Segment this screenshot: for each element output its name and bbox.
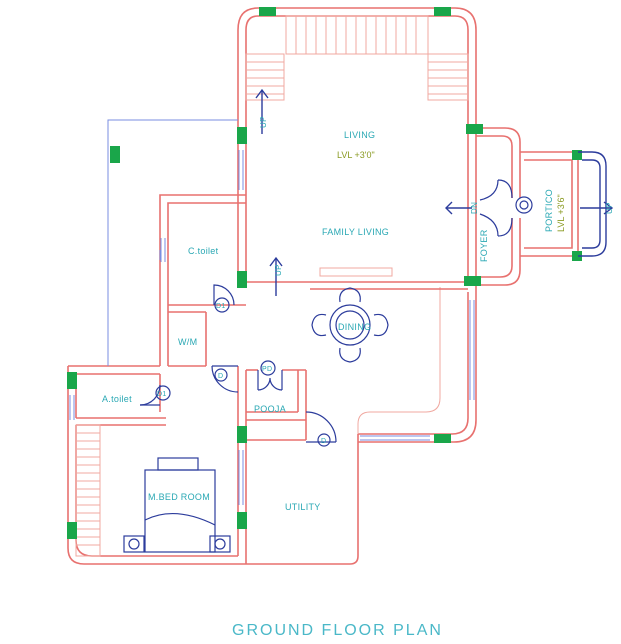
- bed: [123, 457, 231, 553]
- windows: [69, 150, 475, 505]
- label-dining: DINING: [338, 322, 371, 332]
- walls: [67, 7, 579, 565]
- tag-d-utility: D: [321, 438, 326, 445]
- tag-d-bed: D: [218, 373, 223, 380]
- tag-d1-atoilet: D1: [157, 391, 167, 398]
- plan-title: GROUND FLOOR PLAN: [232, 622, 443, 639]
- label-up-portico: UP: [605, 202, 614, 214]
- label-pooja: POOJA: [254, 404, 286, 414]
- label-family-living: FAMILY LIVING: [322, 227, 389, 237]
- door-tags: D1 D1 PD D D: [155, 297, 331, 447]
- staircase-top: [285, 15, 429, 55]
- label-m-bed-room: M.BED ROOM: [148, 492, 210, 502]
- dining-set: [311, 287, 389, 363]
- portico-railing: [578, 151, 607, 257]
- stair-labels: UP UP DN UP: [259, 116, 614, 276]
- label-a-toilet: A.toilet: [102, 394, 132, 404]
- label-portico-level: LVL +3'6": [556, 194, 566, 232]
- tag-pd: PD: [262, 366, 272, 373]
- columns: [67, 7, 582, 539]
- label-foyer: FOYER: [479, 229, 489, 262]
- label-up-living: UP: [259, 116, 268, 128]
- label-utility: UTILITY: [285, 502, 321, 512]
- label-up-family: UP: [274, 264, 283, 276]
- label-portico: PORTICO: [544, 189, 554, 232]
- bed-room-wardrobe: [75, 424, 101, 557]
- tag-d1-ctoilet: D1: [216, 303, 226, 310]
- label-living: LIVING: [344, 130, 375, 140]
- label-c-toilet: C.toilet: [188, 246, 219, 256]
- portico-planter: [515, 196, 533, 214]
- label-dn-foyer: DN: [470, 202, 479, 214]
- staircase-right: [427, 53, 469, 101]
- label-wm: W/M: [178, 337, 197, 347]
- doors: [139, 179, 513, 443]
- step-family-living: [319, 267, 393, 277]
- site-boundary: [107, 119, 238, 366]
- room-labels: LIVING LVL +3'0" FAMILY LIVING C.toilet …: [102, 130, 566, 512]
- arrows: [255, 88, 614, 296]
- label-living-level: LVL +3'0": [337, 150, 375, 160]
